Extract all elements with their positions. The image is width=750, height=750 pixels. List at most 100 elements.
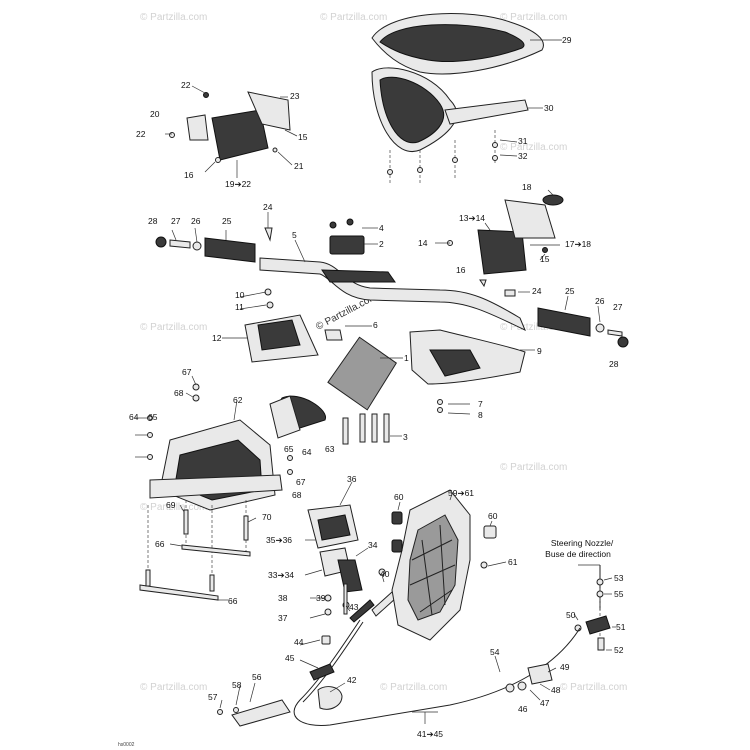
callout-label: 28 xyxy=(148,216,158,226)
right-switch-housing xyxy=(435,189,564,288)
callout-label: 52 xyxy=(614,645,624,655)
callout-label: 58 xyxy=(232,680,242,690)
callout-label: 61 xyxy=(508,557,518,567)
watermark: © Partzilla.com xyxy=(560,682,627,693)
callout-label: 60 xyxy=(394,492,404,502)
left-switch-housing xyxy=(165,85,298,178)
watermark: © Partzilla.com xyxy=(140,502,207,513)
callout-label: 20 xyxy=(150,109,160,119)
right-side-cover xyxy=(409,329,535,415)
callout-label: 4 xyxy=(379,223,384,233)
callout-label: 15 xyxy=(298,132,308,142)
callout-label: 14 xyxy=(418,238,428,248)
handlebar-cover-assembly xyxy=(371,13,562,185)
callout-label: 12 xyxy=(212,333,222,343)
callout-label: 2 xyxy=(379,239,384,249)
callout-label: 34 xyxy=(368,540,378,550)
callout-label: 18 xyxy=(522,182,532,192)
callout-label: 25 xyxy=(222,216,232,226)
callout-label: 17➔18 xyxy=(565,239,591,249)
callout-label: 66 xyxy=(228,596,238,606)
callout-label: 55 xyxy=(614,589,624,599)
callout-label: 44 xyxy=(294,637,304,647)
callout-label: 51 xyxy=(616,622,626,632)
callout-label: 6 xyxy=(373,320,378,330)
callout-label: 29 xyxy=(562,35,572,45)
watermark: © Partzilla.com xyxy=(380,682,447,693)
watermark: © Partzilla.com xyxy=(500,12,567,23)
handlebar-assembly xyxy=(155,212,629,348)
callout-label: 38 xyxy=(278,593,288,603)
callout-label: 16 xyxy=(456,265,466,275)
steering-cable xyxy=(217,599,581,727)
steering-nozzle-heading: Steering Nozzle/ xyxy=(551,538,614,548)
steering-support xyxy=(135,375,293,511)
callout-label: 22 xyxy=(181,80,191,90)
callout-label: 26 xyxy=(595,296,605,306)
callout-label: 22 xyxy=(136,129,146,139)
steering-nozzle-detail xyxy=(573,564,616,651)
callout-label: 13➔14 xyxy=(459,213,485,223)
callout-label: 24 xyxy=(263,202,273,212)
callout-label: 25 xyxy=(565,286,575,296)
callout-label: 57 xyxy=(208,692,218,702)
callout-label: 15 xyxy=(540,254,550,264)
callout-label: 36 xyxy=(347,474,357,484)
callout-label: 48 xyxy=(551,685,561,695)
watermark: © Partzilla.com xyxy=(320,12,387,23)
callout-label: 11 xyxy=(235,302,244,312)
steering-mount-plate xyxy=(391,489,507,641)
callout-label: 62 xyxy=(233,395,243,405)
callout-label: 67 xyxy=(296,477,306,487)
callout-label: 16 xyxy=(184,170,194,180)
callout-label: 21 xyxy=(294,161,304,171)
callout-label: 63 xyxy=(325,444,335,454)
lower-mounting xyxy=(139,500,257,601)
callout-label: 7 xyxy=(478,399,483,409)
callout-label: 35➔36 xyxy=(266,535,292,545)
steering-column xyxy=(222,288,403,445)
steering-arm xyxy=(304,481,397,619)
callout-label: 46 xyxy=(518,704,528,714)
callout-label: 47 xyxy=(540,698,550,708)
callout-label: 30 xyxy=(544,103,554,113)
callout-label: 28 xyxy=(609,359,619,369)
callout-label: 27 xyxy=(613,302,623,312)
callout-label: 19➔22 xyxy=(225,179,251,189)
callout-label: 23 xyxy=(290,91,300,101)
callout-label: 50 xyxy=(566,610,576,620)
callout-label: 40 xyxy=(380,569,390,579)
watermark: © Partzilla.com xyxy=(140,322,207,333)
callout-label: 32 xyxy=(518,151,528,161)
callout-label: 5 xyxy=(292,230,297,240)
callout-label: 64 xyxy=(302,447,312,457)
callout-label: 65 xyxy=(284,444,294,454)
callout-label: 43 xyxy=(349,602,359,612)
watermark: © Partzilla.com xyxy=(500,142,567,153)
watermark: © Partzilla.com xyxy=(500,462,567,473)
callout-label: 9 xyxy=(537,346,542,356)
callout-label: 45 xyxy=(285,653,295,663)
callout-label: 26 xyxy=(191,216,201,226)
watermark: © Partzilla.com xyxy=(140,682,207,693)
callout-label: 41➔45 xyxy=(417,729,443,739)
watermark: © Partzilla.com xyxy=(140,12,207,23)
callout-label: 1 xyxy=(404,353,409,363)
watermark: © Partzilla.com xyxy=(500,322,567,333)
callout-label: 70 xyxy=(262,512,272,522)
callout-label: 67 xyxy=(182,367,192,377)
callout-label: 69 xyxy=(166,500,176,510)
callout-label: 31 xyxy=(518,136,528,146)
callout-label: 39 xyxy=(316,593,326,603)
callout-label: 10 xyxy=(235,290,245,300)
callout-label: 42 xyxy=(347,675,357,685)
callout-label: 64 xyxy=(129,412,139,422)
callout-label: 65 xyxy=(148,412,158,422)
callout-label: 24 xyxy=(532,286,542,296)
callout-label: 8 xyxy=(478,410,483,420)
callout-label: 68 xyxy=(174,388,184,398)
callout-label: 3 xyxy=(403,432,408,442)
callout-label: 66 xyxy=(155,539,165,549)
callout-label: 27 xyxy=(171,216,181,226)
